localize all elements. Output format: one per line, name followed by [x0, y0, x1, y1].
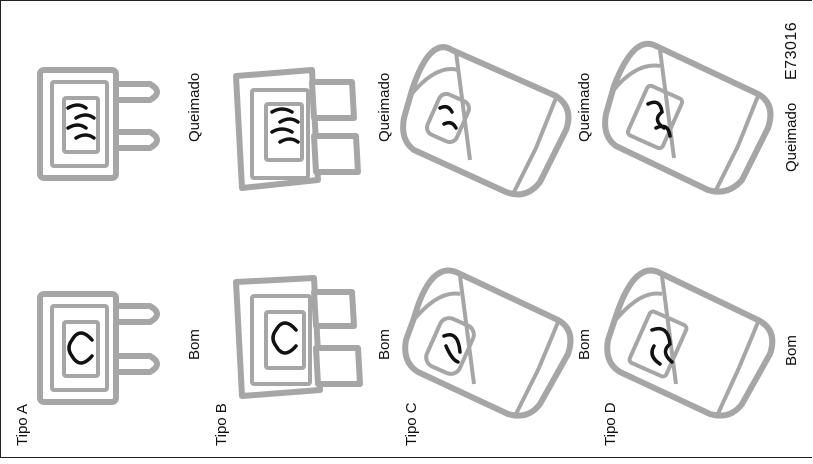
fuse-type-b-blown-icon — [236, 70, 358, 188]
reference-code: E73016 — [784, 22, 800, 80]
type-d-blown-label: Queimado — [784, 103, 799, 172]
type-a-label: Tipo A — [15, 404, 30, 446]
type-c-blown-label: Queimado — [577, 73, 592, 142]
type-b-label: Tipo B — [214, 403, 229, 446]
type-b-blown-label: Queimado — [377, 73, 392, 142]
type-c-good-label: Bom — [577, 329, 592, 360]
fuse-type-d-good-icon — [607, 270, 772, 418]
fuse-type-a-good-icon — [40, 294, 157, 402]
fuse-type-a-blown-icon — [40, 70, 157, 178]
type-d-good-label: Bom — [784, 335, 799, 366]
type-a-good-label: Bom — [187, 329, 202, 360]
type-d-label: Tipo D — [603, 402, 618, 446]
fuse-type-b-good-icon — [236, 278, 360, 396]
fuse-type-c-good-icon — [405, 270, 570, 418]
fuse-type-c-blown-icon — [403, 47, 568, 196]
type-a-blown-label: Queimado — [187, 73, 202, 142]
fuse-type-d-blown-icon — [605, 44, 770, 194]
type-c-label: Tipo C — [404, 402, 419, 446]
type-b-good-label: Bom — [377, 329, 392, 360]
